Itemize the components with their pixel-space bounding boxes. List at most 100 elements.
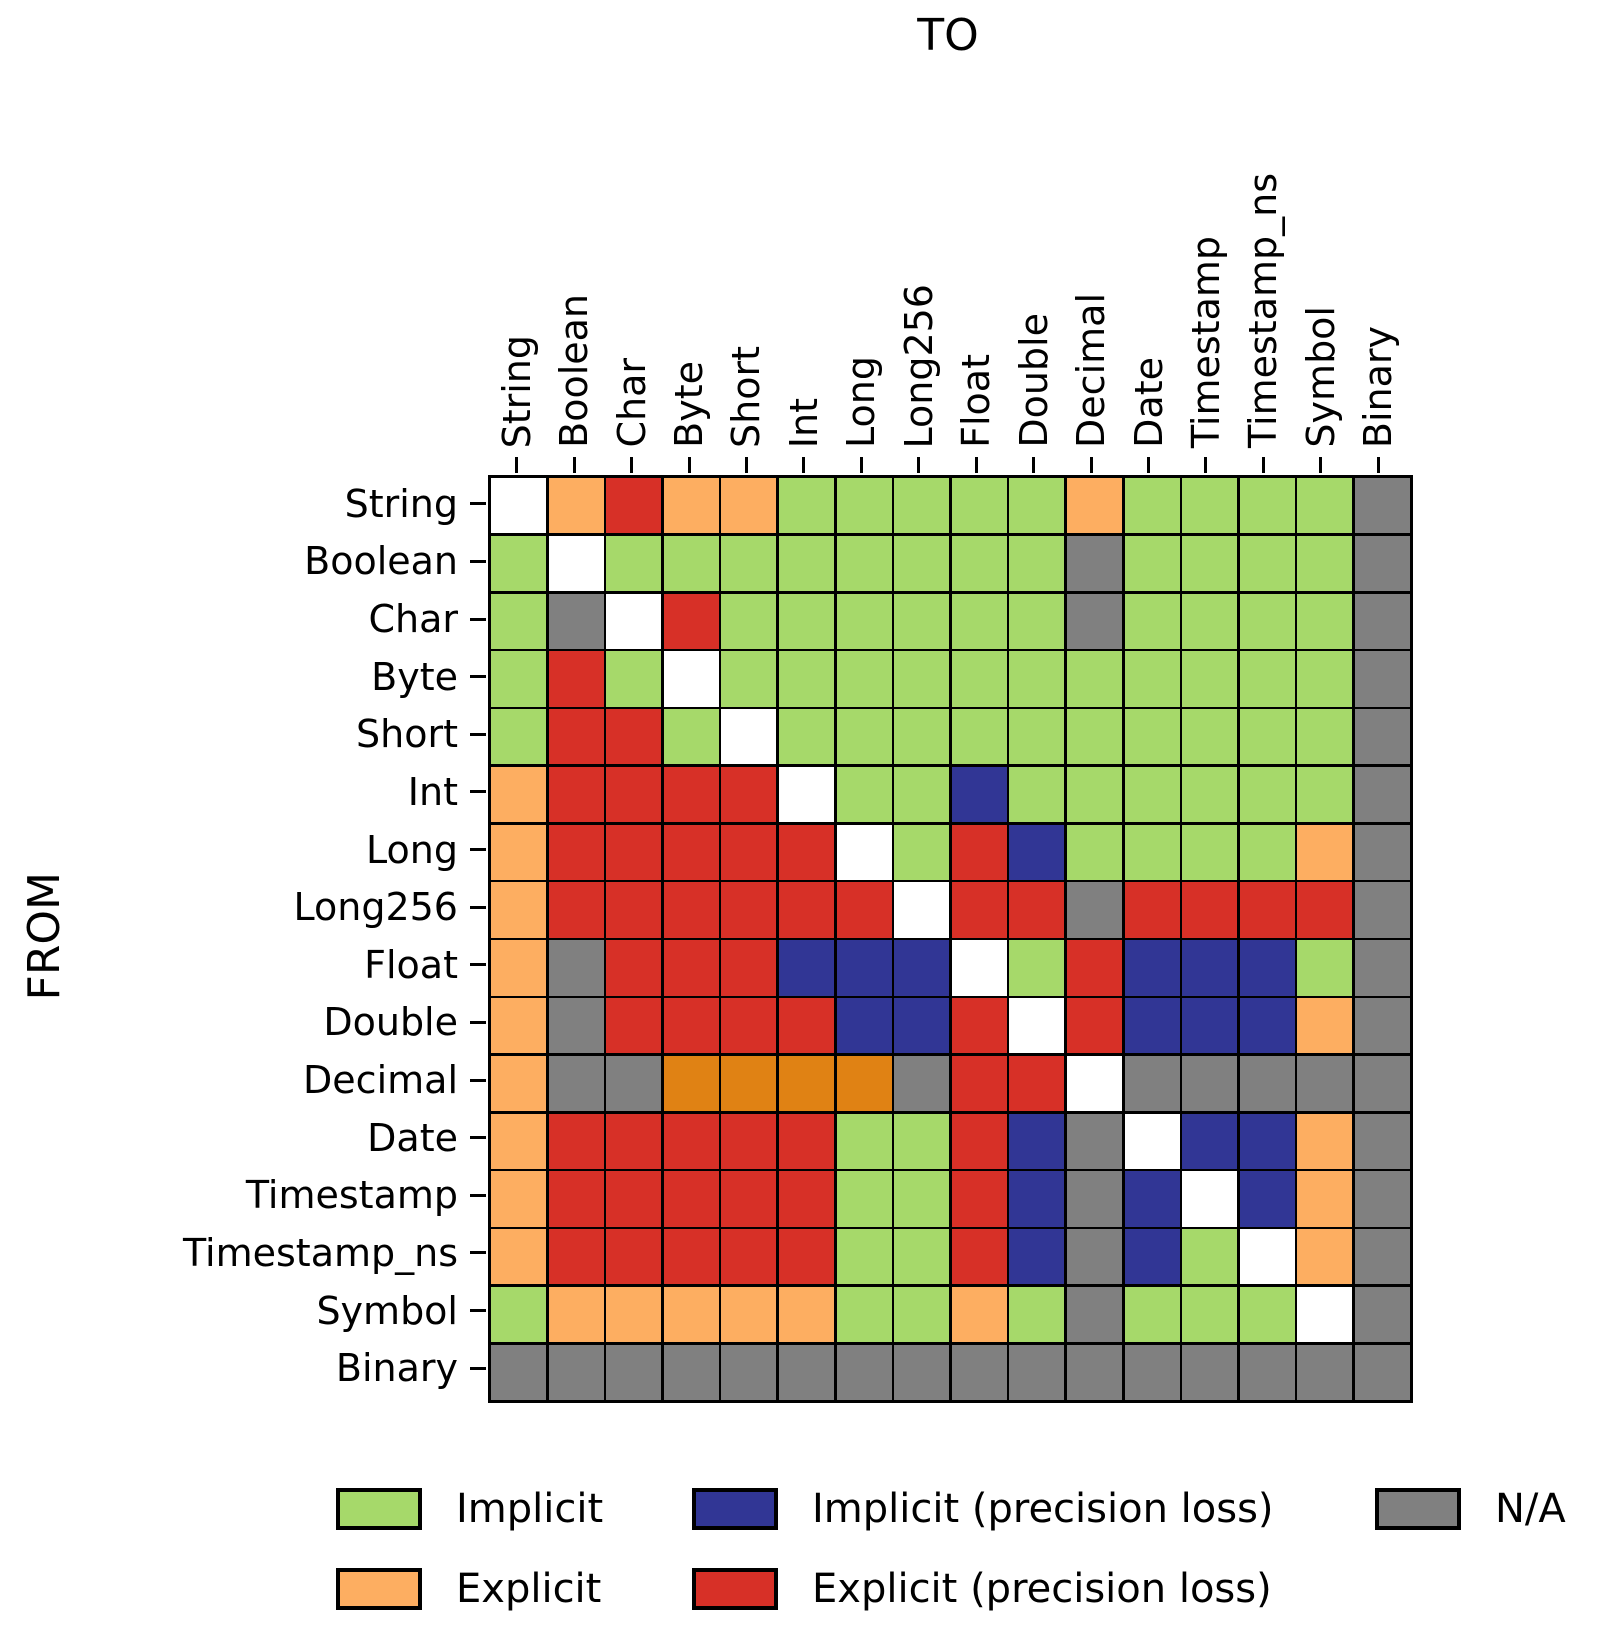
cell-Symbol-to-Timestamp — [1182, 1286, 1238, 1343]
cell-Timestamp_ns-to-Short — [721, 1229, 777, 1285]
top-tick — [1376, 457, 1380, 473]
cell-Date-to-Decimal — [1066, 1113, 1123, 1169]
cell-Byte-to-Timestamp_ns — [1239, 651, 1295, 707]
cell-Long256-to-Float — [951, 882, 1007, 938]
row-label-Double: Double — [323, 1000, 458, 1045]
cell-Symbol-to-Boolean — [548, 1286, 604, 1343]
top-tick — [630, 457, 634, 473]
cell-Short-to-Binary — [1354, 709, 1410, 765]
cell-Double-to-Symbol — [1297, 998, 1353, 1054]
cell-Float-to-Long — [836, 940, 892, 996]
cell-Timestamp-to-Byte — [663, 1171, 719, 1227]
cell-Boolean-to-Symbol — [1297, 535, 1353, 592]
cell-Char-to-String — [491, 593, 547, 649]
top-tick — [1261, 457, 1265, 473]
cell-Long-to-Boolean — [548, 824, 604, 880]
legend-label: Explicit — [456, 1566, 602, 1612]
cell-Double-to-Long — [836, 998, 892, 1054]
cell-Timestamp-to-Short — [721, 1171, 777, 1227]
cell-String-to-Byte — [663, 478, 719, 534]
cell-Timestamp_ns-to-Boolean — [548, 1229, 604, 1285]
cell-Byte-to-Timestamp — [1182, 651, 1238, 707]
row-label-Long: Long — [366, 827, 458, 872]
row-label-Short: Short — [356, 712, 458, 757]
cell-Int-to-Float — [951, 766, 1007, 823]
top-tick — [1147, 457, 1151, 473]
cell-Double-to-String — [491, 998, 547, 1054]
cell-Boolean-to-Short — [721, 535, 777, 592]
col-label-Int: Int — [775, 0, 832, 448]
cell-Boolean-to-Timestamp_ns — [1239, 535, 1295, 592]
cell-Decimal-to-Double — [1009, 1055, 1065, 1112]
cell-Decimal-to-Long — [836, 1055, 892, 1112]
cell-Short-to-Decimal — [1066, 709, 1123, 765]
cell-Long256-to-Byte — [663, 882, 719, 938]
cell-String-to-Boolean — [548, 478, 604, 534]
cell-Binary-to-Date — [1124, 1344, 1180, 1400]
top-tick — [572, 457, 576, 473]
cell-Symbol-to-String — [491, 1286, 547, 1343]
cell-Decimal-to-Boolean — [548, 1055, 604, 1112]
top-tick — [744, 457, 748, 473]
cell-Long-to-Byte — [663, 824, 719, 880]
cell-Decimal-to-String — [491, 1055, 547, 1112]
row-label-Decimal: Decimal — [303, 1058, 458, 1103]
cell-Timestamp_ns-to-Double — [1009, 1229, 1065, 1285]
cell-Int-to-Int — [778, 766, 835, 823]
cell-String-to-Decimal — [1066, 478, 1123, 534]
cell-Long256-to-Double — [1009, 882, 1065, 938]
cell-Symbol-to-Char — [606, 1286, 662, 1343]
cell-Date-to-Long — [836, 1113, 892, 1169]
cell-Binary-to-Float — [951, 1344, 1007, 1400]
col-label-text: Long — [839, 356, 884, 448]
cell-Boolean-to-Timestamp — [1182, 535, 1238, 592]
col-label-text: Timestamp — [1183, 235, 1228, 448]
cell-Float-to-Symbol — [1297, 940, 1353, 996]
legend-item-I: Implicit — [336, 1488, 603, 1530]
cell-String-to-Long256 — [894, 478, 950, 534]
cell-Char-to-Timestamp — [1182, 593, 1238, 649]
cell-Double-to-Byte — [663, 998, 719, 1054]
cell-Long256-to-String — [491, 882, 547, 938]
cell-Timestamp-to-Date — [1124, 1171, 1180, 1227]
top-tick — [687, 457, 691, 473]
cell-Long-to-String — [491, 824, 547, 880]
cell-Date-to-Long256 — [894, 1113, 950, 1169]
col-label-Decimal: Decimal — [1062, 0, 1119, 448]
cell-Short-to-Long — [836, 709, 892, 765]
row-label-Char: Char — [368, 597, 458, 642]
cell-Timestamp-to-Long256 — [894, 1171, 950, 1227]
top-tick — [1204, 457, 1208, 473]
cell-Byte-to-Symbol — [1297, 651, 1353, 707]
col-label-Long: Long — [833, 0, 890, 448]
col-label-text: Long256 — [896, 283, 941, 449]
cell-Float-to-Timestamp — [1182, 940, 1238, 996]
cell-Binary-to-Double — [1009, 1344, 1065, 1400]
cell-Symbol-to-Decimal — [1066, 1286, 1123, 1343]
cell-Short-to-Timestamp — [1182, 709, 1238, 765]
cell-Timestamp-to-Int — [778, 1171, 835, 1227]
cell-Long256-to-Timestamp — [1182, 882, 1238, 938]
cell-Short-to-String — [491, 709, 547, 765]
cell-String-to-Binary — [1354, 478, 1410, 534]
row-label-Timestamp_ns: Timestamp_ns — [183, 1230, 458, 1275]
cell-Long256-to-Binary — [1354, 882, 1410, 938]
cell-Int-to-Char — [606, 766, 662, 823]
cell-Long-to-Int — [778, 824, 835, 880]
legend-label: Explicit (precision loss) — [812, 1566, 1272, 1612]
cell-Boolean-to-Float — [951, 535, 1007, 592]
cell-Timestamp-to-Timestamp_ns — [1239, 1171, 1295, 1227]
cell-Timestamp-to-Symbol — [1297, 1171, 1353, 1227]
cell-Byte-to-Boolean — [548, 651, 604, 707]
cell-Long256-to-Date — [1124, 882, 1180, 938]
cell-Date-to-Float — [951, 1113, 1007, 1169]
cell-Int-to-String — [491, 766, 547, 823]
cell-Float-to-Date — [1124, 940, 1180, 996]
cell-Long-to-Short — [721, 824, 777, 880]
legend-label: Implicit (precision loss) — [812, 1486, 1274, 1532]
col-label-Binary: Binary — [1350, 0, 1407, 448]
cell-Char-to-Double — [1009, 593, 1065, 649]
row-label-Binary: Binary — [335, 1346, 458, 1391]
col-label-Timestamp: Timestamp — [1177, 0, 1234, 448]
cell-String-to-Date — [1124, 478, 1180, 534]
